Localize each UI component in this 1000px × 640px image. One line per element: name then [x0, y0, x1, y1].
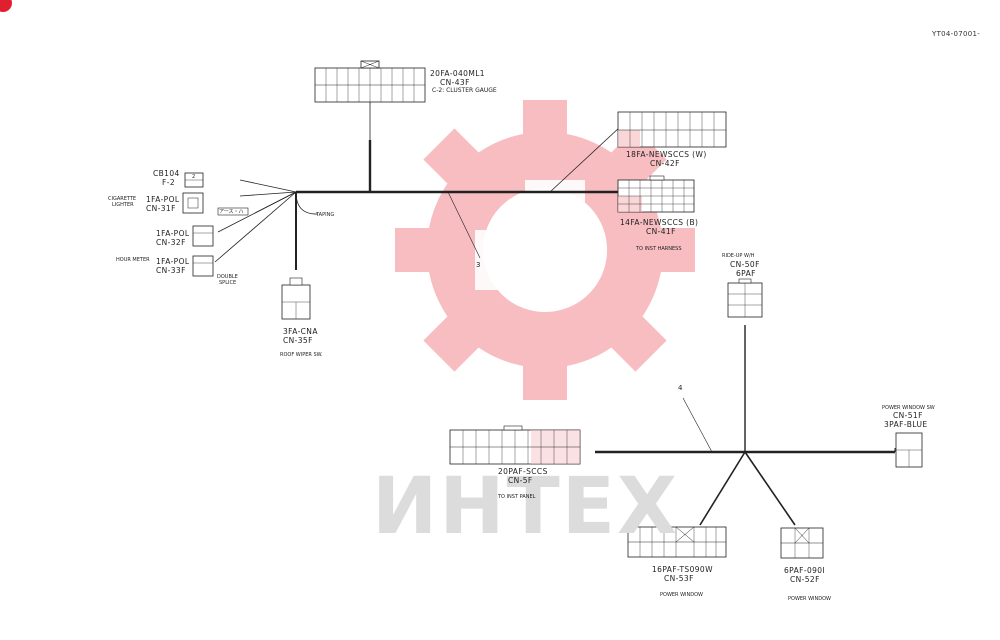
jumper-label: アース・ハ: [219, 209, 244, 215]
cn43f-part: 20FA-040ML1: [430, 69, 485, 78]
cn31f-group-1: CIGARETTE: [108, 196, 137, 202]
connector-cn32f: [192, 225, 214, 247]
cn52f-cn: CN-52F: [790, 575, 820, 584]
branch-cn53f: [699, 451, 746, 526]
double-splice-label-2: SPLICE: [219, 280, 237, 286]
connector-cn33f: [192, 255, 214, 277]
cn50f-part: 6PAF: [736, 269, 756, 278]
cn5f-cn: CN-5F: [508, 476, 533, 485]
cn35f-cn: CN-35F: [283, 336, 313, 345]
cb104-pin: 2: [192, 174, 196, 180]
cn5f-dest: TO INST PANEL: [498, 494, 536, 500]
wire-number-4: 4: [678, 384, 683, 392]
cn52f-desc: POWER WINDOW: [788, 596, 832, 602]
cn42f-cn: CN-42F: [650, 159, 680, 168]
cn41f-cn: CN-41F: [646, 227, 676, 236]
cn43f-desc: C-2: CLUSTER GAUGE: [432, 87, 497, 94]
cn51f-desc: POWER WINDOW SW: [882, 405, 935, 411]
cn31f-part: 1FA-POL: [146, 195, 180, 204]
jumper-box: [217, 207, 249, 216]
connector-cn31f: [182, 192, 204, 214]
connector-cn53f: [627, 526, 727, 558]
cn33f-group: HOUR METER: [116, 257, 150, 263]
corner-marker: [0, 0, 12, 12]
cn31f-cn: CN-31F: [146, 204, 176, 213]
cn52f-part: 6PAF-090I: [784, 566, 826, 575]
cn50f-desc: RIDE-UP W/H: [722, 253, 755, 259]
cn53f-part: 16PAF-TS090W: [652, 565, 713, 574]
connector-cn52f: [780, 527, 824, 559]
cn50f-cn: CN-50F: [730, 260, 760, 269]
cn32f-cn: CN-32F: [156, 238, 186, 247]
cn42f-part: 18FA-NEWSCCS (W): [626, 150, 707, 159]
cn41f-dest: TO INST HARNESS: [636, 246, 682, 252]
taping-label: TAPING: [316, 212, 335, 218]
cn53f-desc: POWER WINDOW: [660, 592, 704, 598]
cn35f-desc: ROOF WIPER SW.: [280, 352, 323, 358]
cn53f-cn: CN-53F: [664, 574, 694, 583]
connector-cn35f: [281, 277, 311, 320]
cn51f-part: 3PAF-BLUE: [884, 420, 928, 429]
branch-cn52f: [744, 451, 796, 526]
branch-cn42f: [549, 126, 621, 193]
cn43f-cn: CN-43F: [440, 78, 470, 87]
cn41f-part: 14FA-NEWSCCS (B): [620, 218, 699, 227]
cn33f-cn: CN-33F: [156, 266, 186, 275]
cn33f-part: 1FA-POL: [156, 257, 190, 266]
connector-cn41f: [617, 175, 695, 213]
connector-cb104: [184, 172, 204, 188]
connector-cn5f: [449, 425, 581, 465]
cn31f-group-2: LIGHTER: [112, 202, 134, 208]
cb104-part: CB104: [153, 169, 180, 178]
cn51f-cn: CN-51F: [893, 411, 923, 420]
wire-number-3: 3: [476, 261, 481, 269]
cn35f-part: 3FA-CNA: [283, 327, 318, 336]
cb104-cn: F-2: [162, 178, 175, 187]
document-id: YT04-07001-: [932, 30, 981, 38]
connector-cn43f: [314, 60, 426, 103]
connector-cn50f: [727, 278, 763, 318]
double-splice-label-1: DOUBLE: [217, 274, 238, 280]
watermark-text: ИНТЕХ: [372, 462, 680, 552]
connector-cn51f: [895, 432, 923, 468]
cn5f-part: 20PAF-SCCS: [498, 467, 548, 476]
connector-cn42f: [617, 111, 727, 148]
cn32f-part: 1FA-POL: [156, 229, 190, 238]
